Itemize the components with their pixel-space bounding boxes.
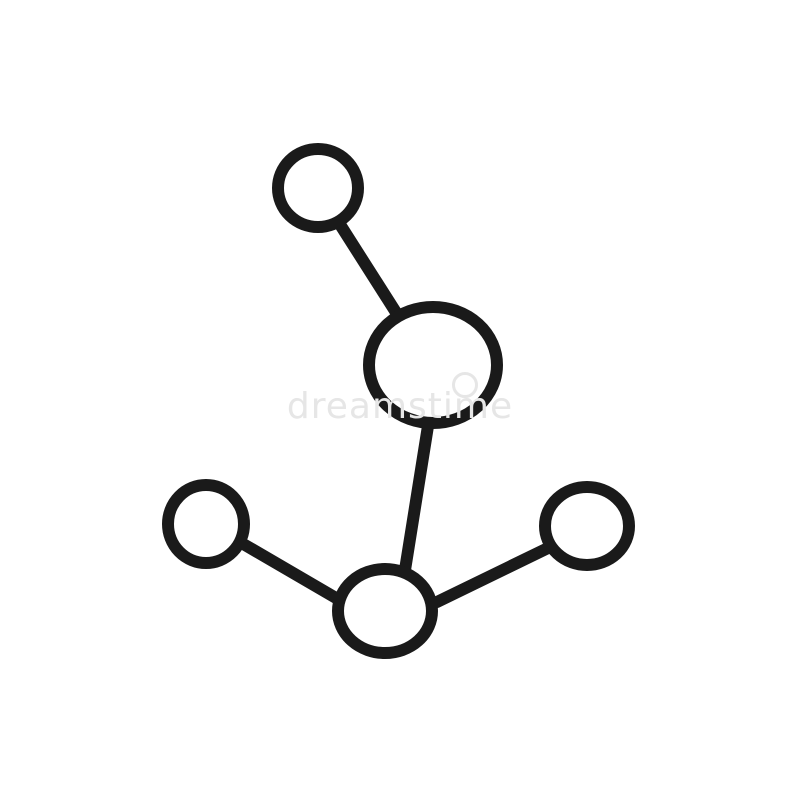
edge-top-middle [335,220,403,320]
edge-bottom-left [239,539,342,604]
node-middle [363,301,503,429]
watermark-logo-icon [452,372,478,398]
node-top [272,143,364,233]
node-right [539,481,635,571]
node-bottom-center [332,563,438,659]
node-left [162,479,250,569]
edge-middle-bottom [399,420,434,576]
edge-bottom-right [431,543,552,608]
